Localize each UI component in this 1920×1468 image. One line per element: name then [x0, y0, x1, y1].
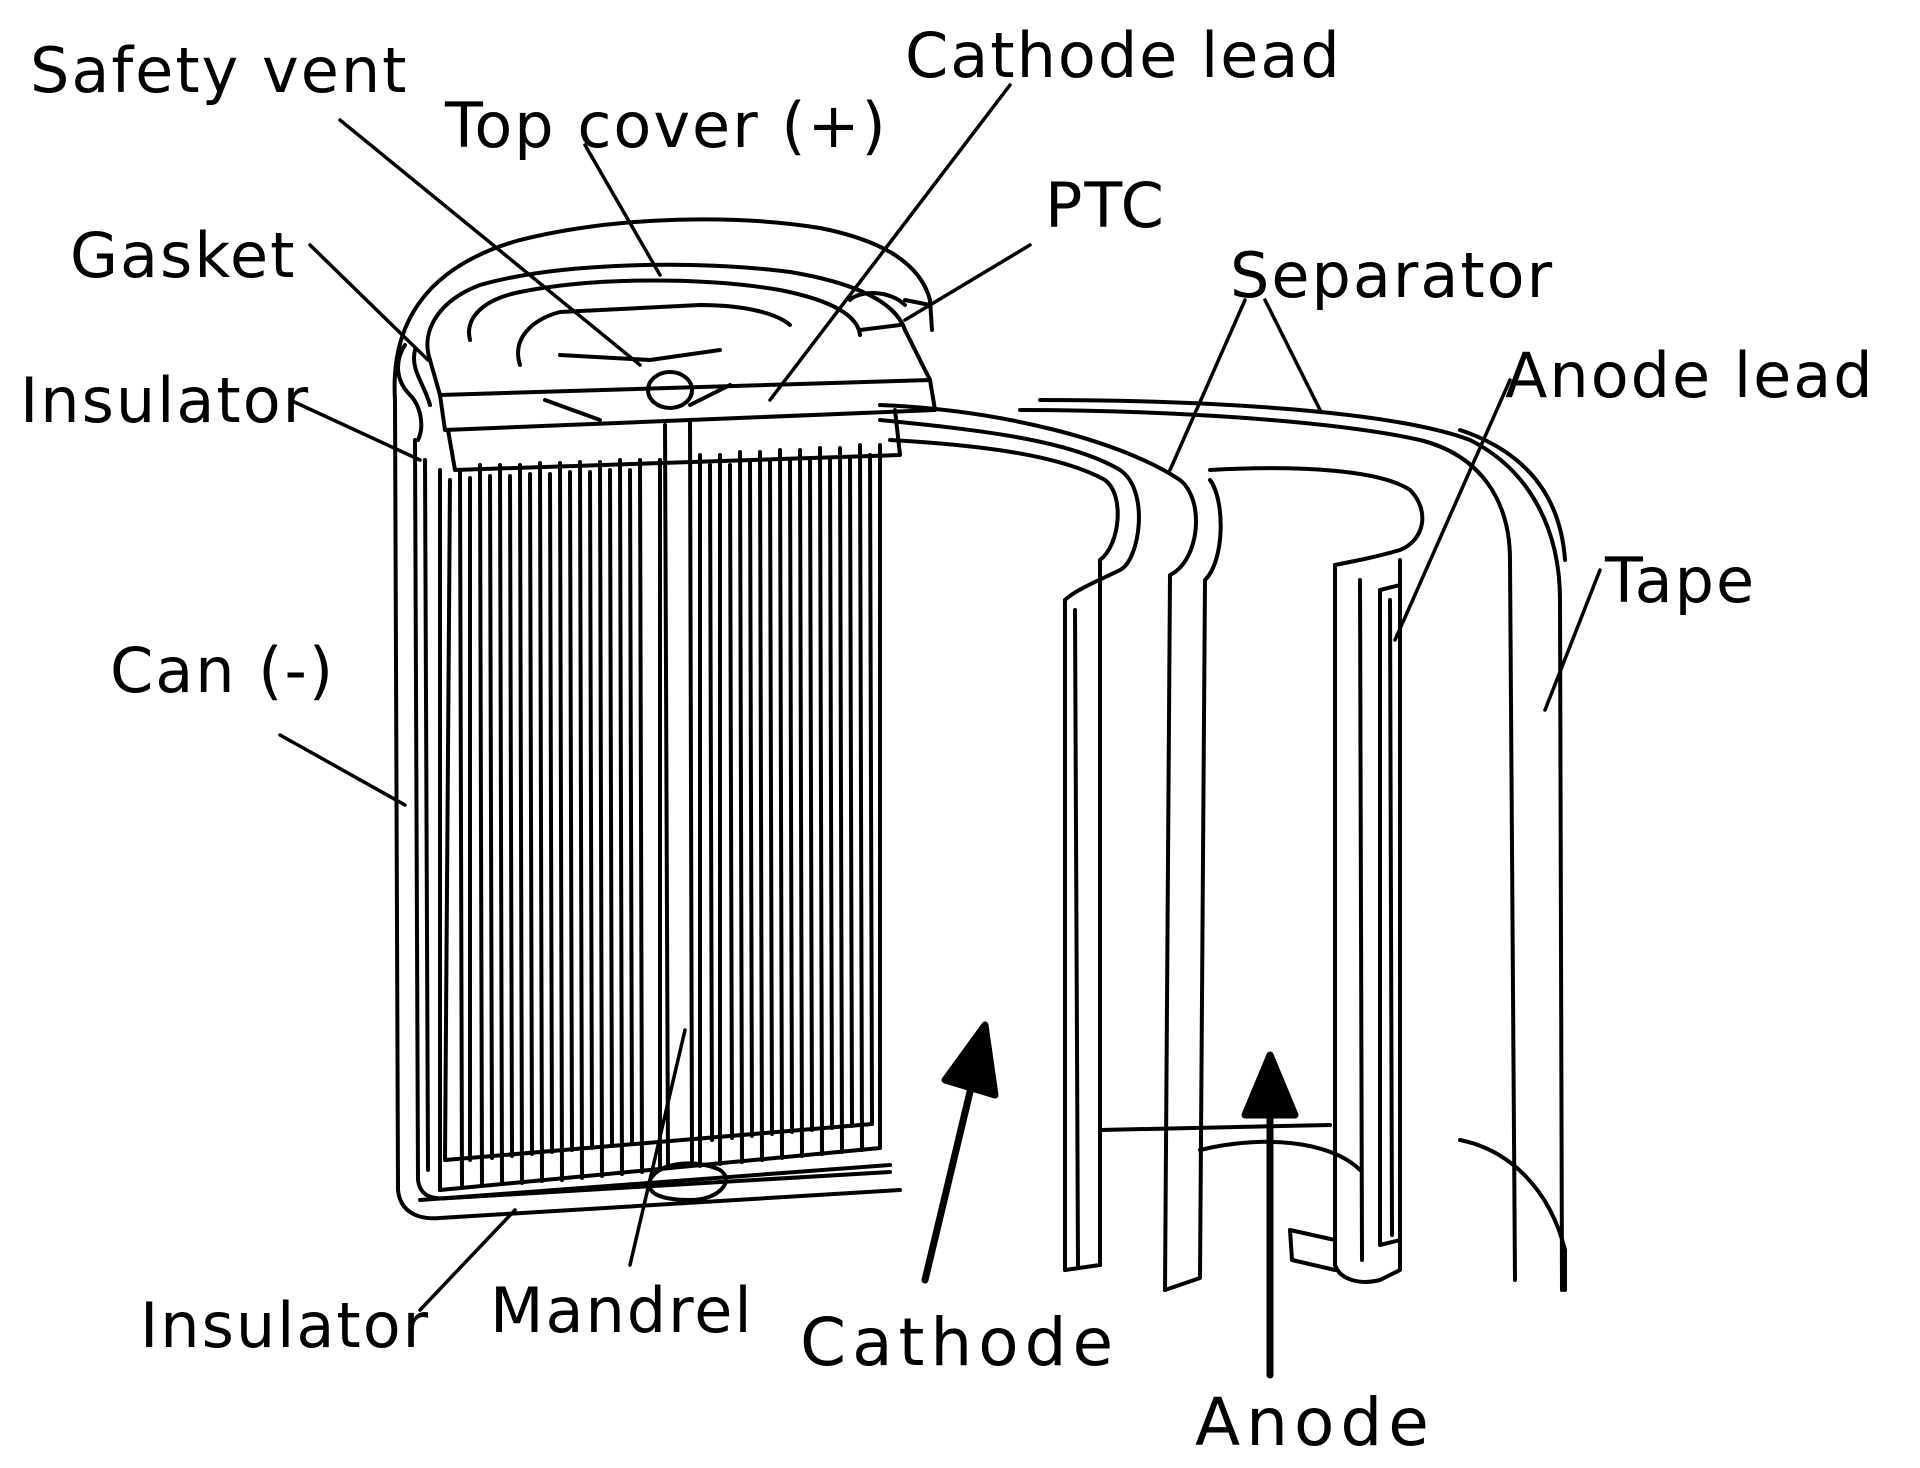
anode-sheet: [1208, 466, 1425, 1284]
separator-sheets: [878, 398, 1564, 1292]
label-gasket: Gasket: [70, 219, 297, 292]
label-anode: Anode: [1195, 1384, 1435, 1461]
label-insulator-bottom: Insulator: [140, 1289, 431, 1362]
label-cathode: Cathode: [800, 1304, 1120, 1381]
label-cathode-lead: Cathode lead: [905, 19, 1342, 92]
label-insulator-top: Insulator: [20, 364, 311, 437]
label-mandrel: Mandrel: [490, 1274, 754, 1347]
anode-arrow: [1241, 1051, 1299, 1379]
jelly-roll-strips: [438, 443, 882, 1192]
cathode-arrow: [921, 1021, 999, 1284]
cathode-sheet: [878, 418, 1141, 1272]
label-top-cover: Top cover (+): [445, 89, 888, 162]
label-can: Can (-): [110, 634, 336, 707]
label-anode-lead: Anode lead: [1505, 339, 1875, 412]
label-tape: Tape: [1605, 544, 1757, 617]
anode-lead-tab: [1378, 583, 1402, 1247]
label-separator: Separator: [1230, 239, 1555, 312]
label-ptc: PTC: [1045, 169, 1166, 242]
bottom-insulator: [418, 1123, 1362, 1202]
mandrel: [647, 418, 728, 1202]
tape-wrap: [1458, 428, 1567, 1292]
leader-lines: [278, 83, 1602, 1312]
label-safety-vent: Safety vent: [30, 34, 409, 107]
